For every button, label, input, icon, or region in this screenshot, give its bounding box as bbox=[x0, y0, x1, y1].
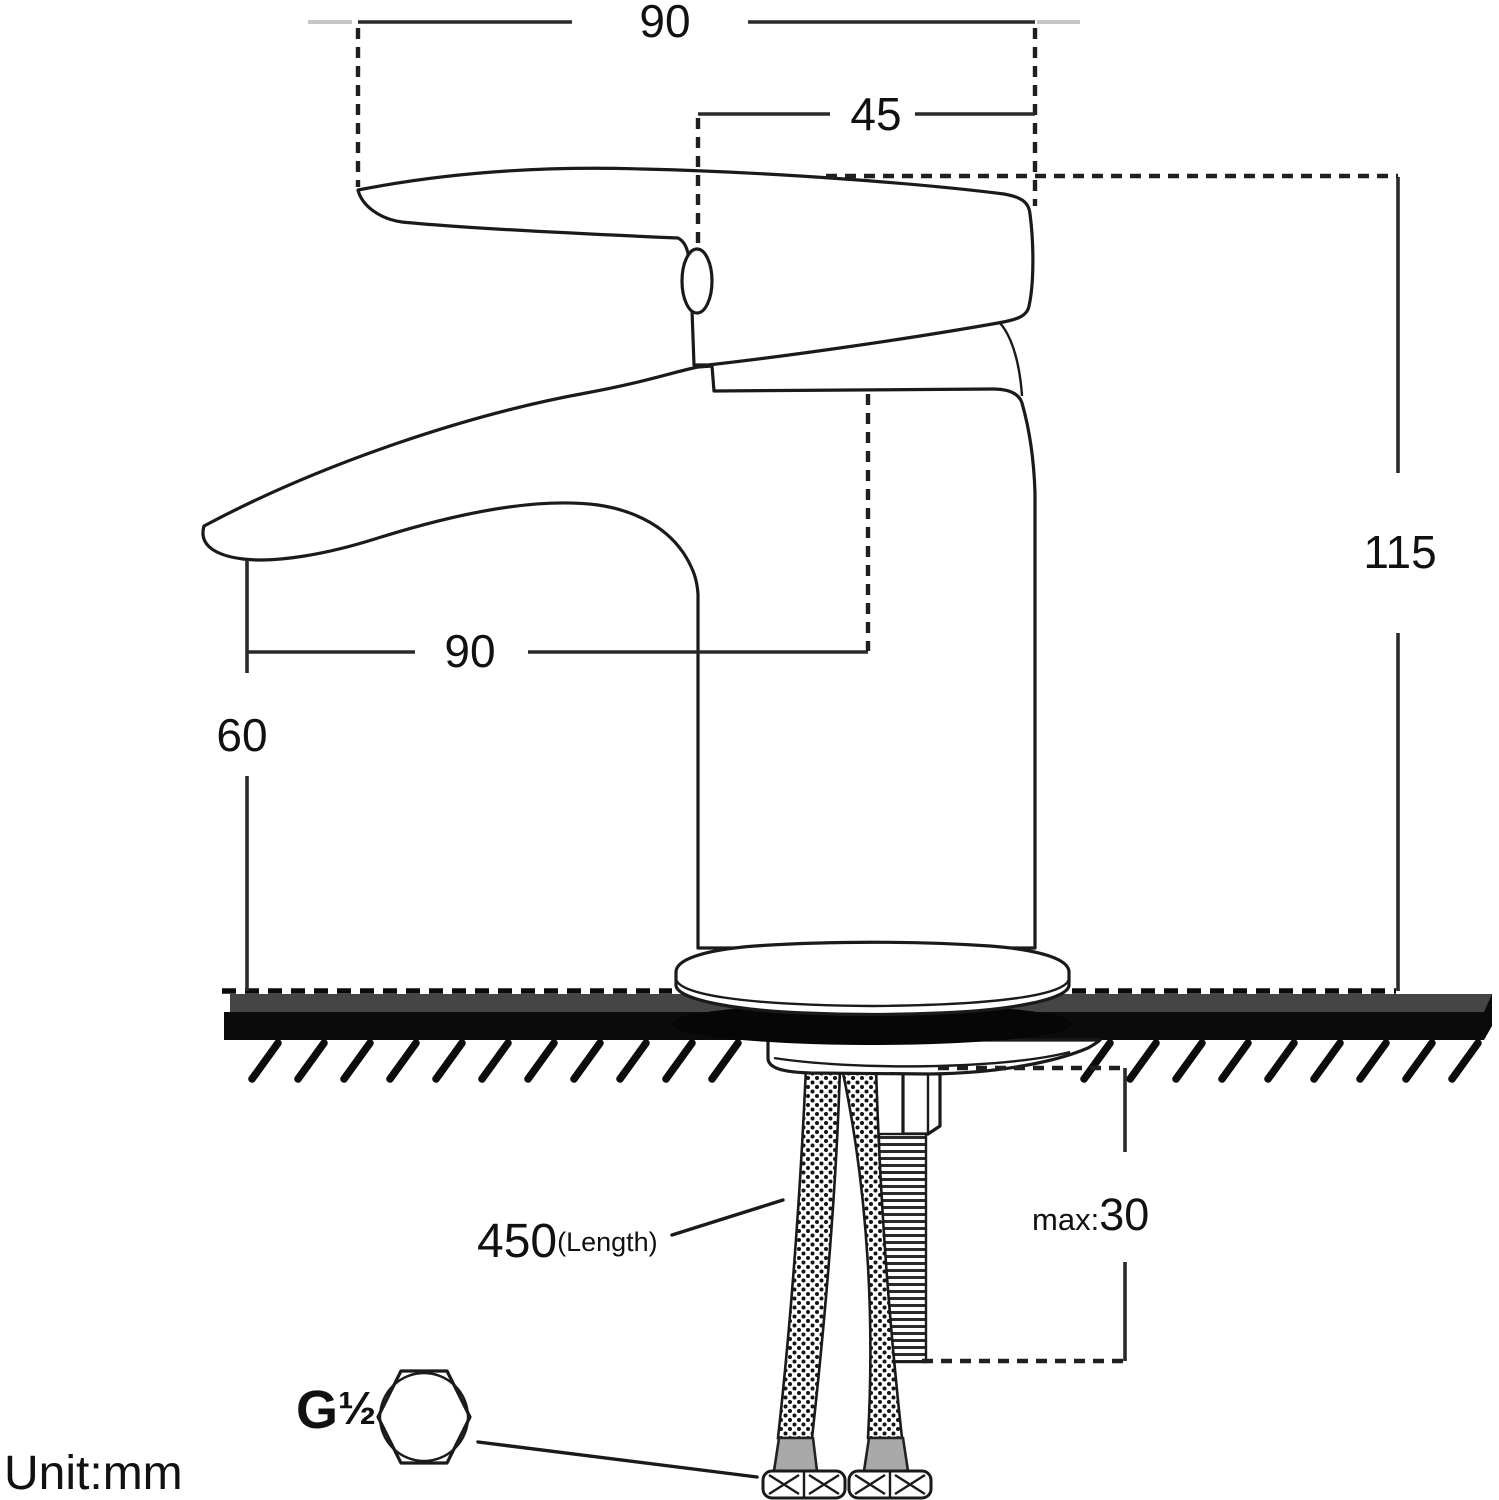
base-plinth bbox=[674, 940, 1071, 1017]
hose-ferrule-left bbox=[772, 1436, 819, 1473]
wall-hatching-right bbox=[1080, 1039, 1482, 1083]
handle-indicator-knob bbox=[680, 247, 714, 315]
hose-nut-right bbox=[847, 1469, 933, 1500]
hose-left bbox=[776, 1066, 842, 1440]
base-plinth-rim bbox=[674, 977, 1071, 1008]
thread-leader bbox=[476, 1440, 759, 1479]
hose-length-label: 450(Length) bbox=[477, 1215, 658, 1268]
faucet-body-spout bbox=[201, 364, 1037, 950]
faucet-body-shoulder bbox=[999, 322, 1024, 397]
dim-handle-label: 45 bbox=[850, 88, 901, 140]
countertop-right-bevel bbox=[1484, 994, 1492, 1040]
wall-hatching-left bbox=[248, 1039, 742, 1083]
mounting-washer-rim bbox=[773, 1050, 1071, 1068]
hose-length-leader bbox=[670, 1198, 785, 1237]
dim-max-label: max:30 bbox=[1032, 1189, 1149, 1240]
thread-hex-nut-symbol bbox=[376, 1369, 472, 1465]
dim-reach-label: 90 bbox=[444, 625, 495, 677]
hose-nut-left bbox=[761, 1469, 847, 1500]
base-gasket bbox=[672, 1003, 1072, 1045]
unit-label: Unit:mm bbox=[4, 1447, 183, 1500]
thread-size-label: G½ bbox=[296, 1380, 376, 1440]
dim-top-width-label: 90 bbox=[639, 0, 690, 47]
hose-ferrule-right bbox=[862, 1436, 910, 1473]
thread-hex-nut-circle bbox=[378, 1371, 470, 1463]
dim-height-label: 115 bbox=[1363, 526, 1436, 578]
dim-spout-height-label: 60 bbox=[216, 709, 267, 761]
